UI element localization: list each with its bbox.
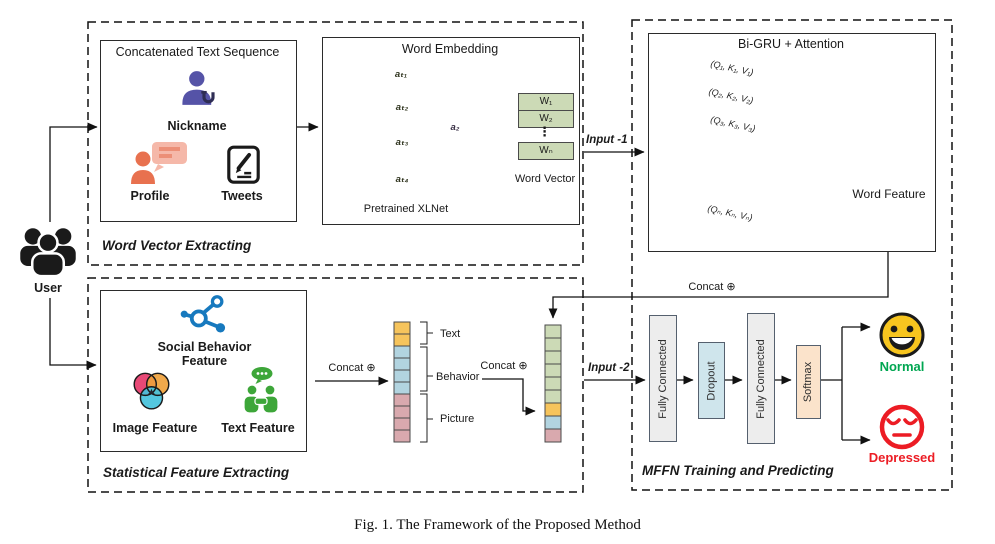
word-vector-cell: W₂ [518,110,574,128]
mffn-arrows [675,322,871,445]
section-mffn-training: MFFN Training and Predicting [642,463,834,478]
fully-connected-1-label: Fully Connected [657,338,669,419]
user-to-text-arrow [49,122,98,222]
tweets-icon [226,142,261,186]
bigru-title: Bi-GRU + Attention [738,37,844,51]
depressed-label: Depressed [868,450,936,465]
bigru-attention-box [648,33,936,252]
image-feature-label: Image Feature [112,421,198,435]
section-word-vector-extracting: Word Vector Extracting [102,238,252,253]
nickname-icon [177,67,222,114]
social-behavior-label: Social Behavior Feature [157,340,252,369]
embed-node-label: aₜ₄ [395,174,409,185]
input1-label: Input -1 [586,134,628,146]
word-vector-extracting-box [87,21,584,266]
fully-connected-1: Fully Connected [649,315,677,442]
word-feature-label: Word Feature [852,187,926,201]
segment-label-behavior: Behavior [436,371,480,383]
text-feature-icon [236,365,286,418]
social-behavior-icon [180,293,227,341]
tweets-label: Tweets [221,189,263,203]
embed-output-label: a₂ [450,122,460,133]
embed-node-label: aₜ₁ [394,69,408,80]
concatenated-text-sequence-box [100,40,297,222]
word-embedding-box [322,37,580,225]
user-icon [16,220,80,278]
concat-sequence-title: Concatenated Text Sequence [115,45,280,59]
softmax-label: Softmax [802,361,815,403]
figure-caption: Fig. 1. The Framework of the Proposed Me… [354,517,641,533]
dropout-layer: Dropout [698,342,725,419]
word-vector-cell: W₁ [518,93,574,111]
segment-label-picture: Picture [440,413,475,425]
word-vector-label: Word Vector [514,173,576,185]
text-feature-label: Text Feature [221,421,295,435]
normal-label: Normal [879,359,925,374]
fully-connected-2: Fully Connected [747,313,775,444]
section-statistical-extracting: Statistical Feature Extracting [103,465,290,480]
segment-label-text: Text [440,328,461,340]
normal-smiley-icon [878,311,926,359]
user-label: User [34,281,62,295]
nickname-label: Nickname [167,119,227,133]
merged-vector [544,324,562,443]
concat-mid-label: Concat ⊕ [480,360,528,372]
profile-icon [130,140,190,188]
fully-connected-2-label: Fully Connected [755,338,767,419]
stat-feature-vector [393,321,411,443]
pretrained-xlnet-label: Pretrained XLNet [363,203,449,215]
profile-label: Profile [130,189,170,203]
dropout-label: Dropout [705,360,718,401]
concat-stat-label: Concat ⊕ [328,362,376,374]
embed-node-label: aₜ₂ [395,102,409,113]
softmax-layer: Softmax [796,345,821,419]
vector-ellipsis: ⋮ [538,124,551,139]
word-vector-cell: Wₙ [518,142,574,160]
statistical-extracting-box [87,277,584,493]
right-section-box [631,19,953,491]
concat-top-label: Concat ⊕ [688,281,736,293]
embed-node-label: aₜ₃ [395,137,409,148]
vector-brackets [420,321,433,443]
depressed-face-icon [878,403,926,451]
mid-concat-arrow [482,378,536,416]
user-to-stat-arrow [49,298,97,370]
image-feature-icon [127,367,175,418]
input2-label: Input -2 [588,362,630,374]
word-embedding-title: Word Embedding [401,42,499,56]
